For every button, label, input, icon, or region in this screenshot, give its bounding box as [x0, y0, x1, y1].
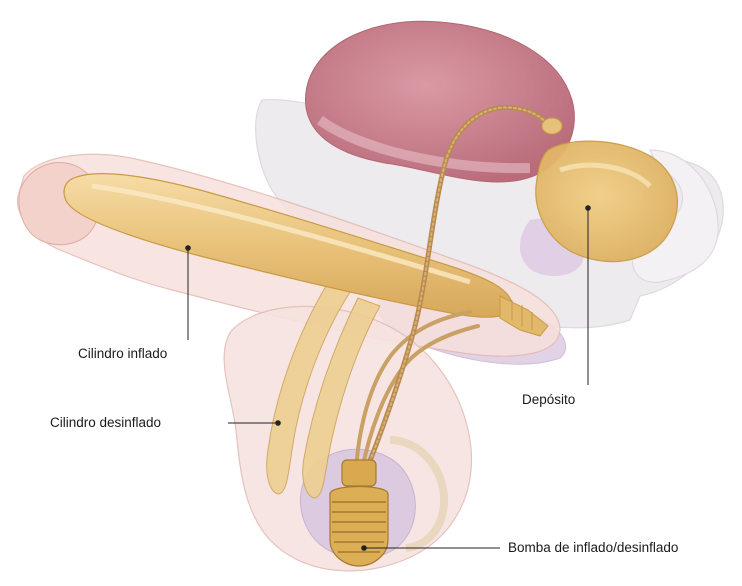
label-inflated-cylinder: Cilindro inflado [78, 346, 167, 362]
leader-dot-pump [362, 546, 367, 551]
leader-dot-inflated-cylinder [186, 246, 191, 251]
label-pump: Bomba de inflado/desinflado [508, 540, 678, 556]
leader-dot-reservoir [586, 206, 591, 211]
label-reservoir: Depósito [522, 392, 575, 408]
label-deflated-cylinder: Cilindro desinflado [50, 415, 161, 431]
leader-dot-deflated-cylinder [276, 421, 281, 426]
